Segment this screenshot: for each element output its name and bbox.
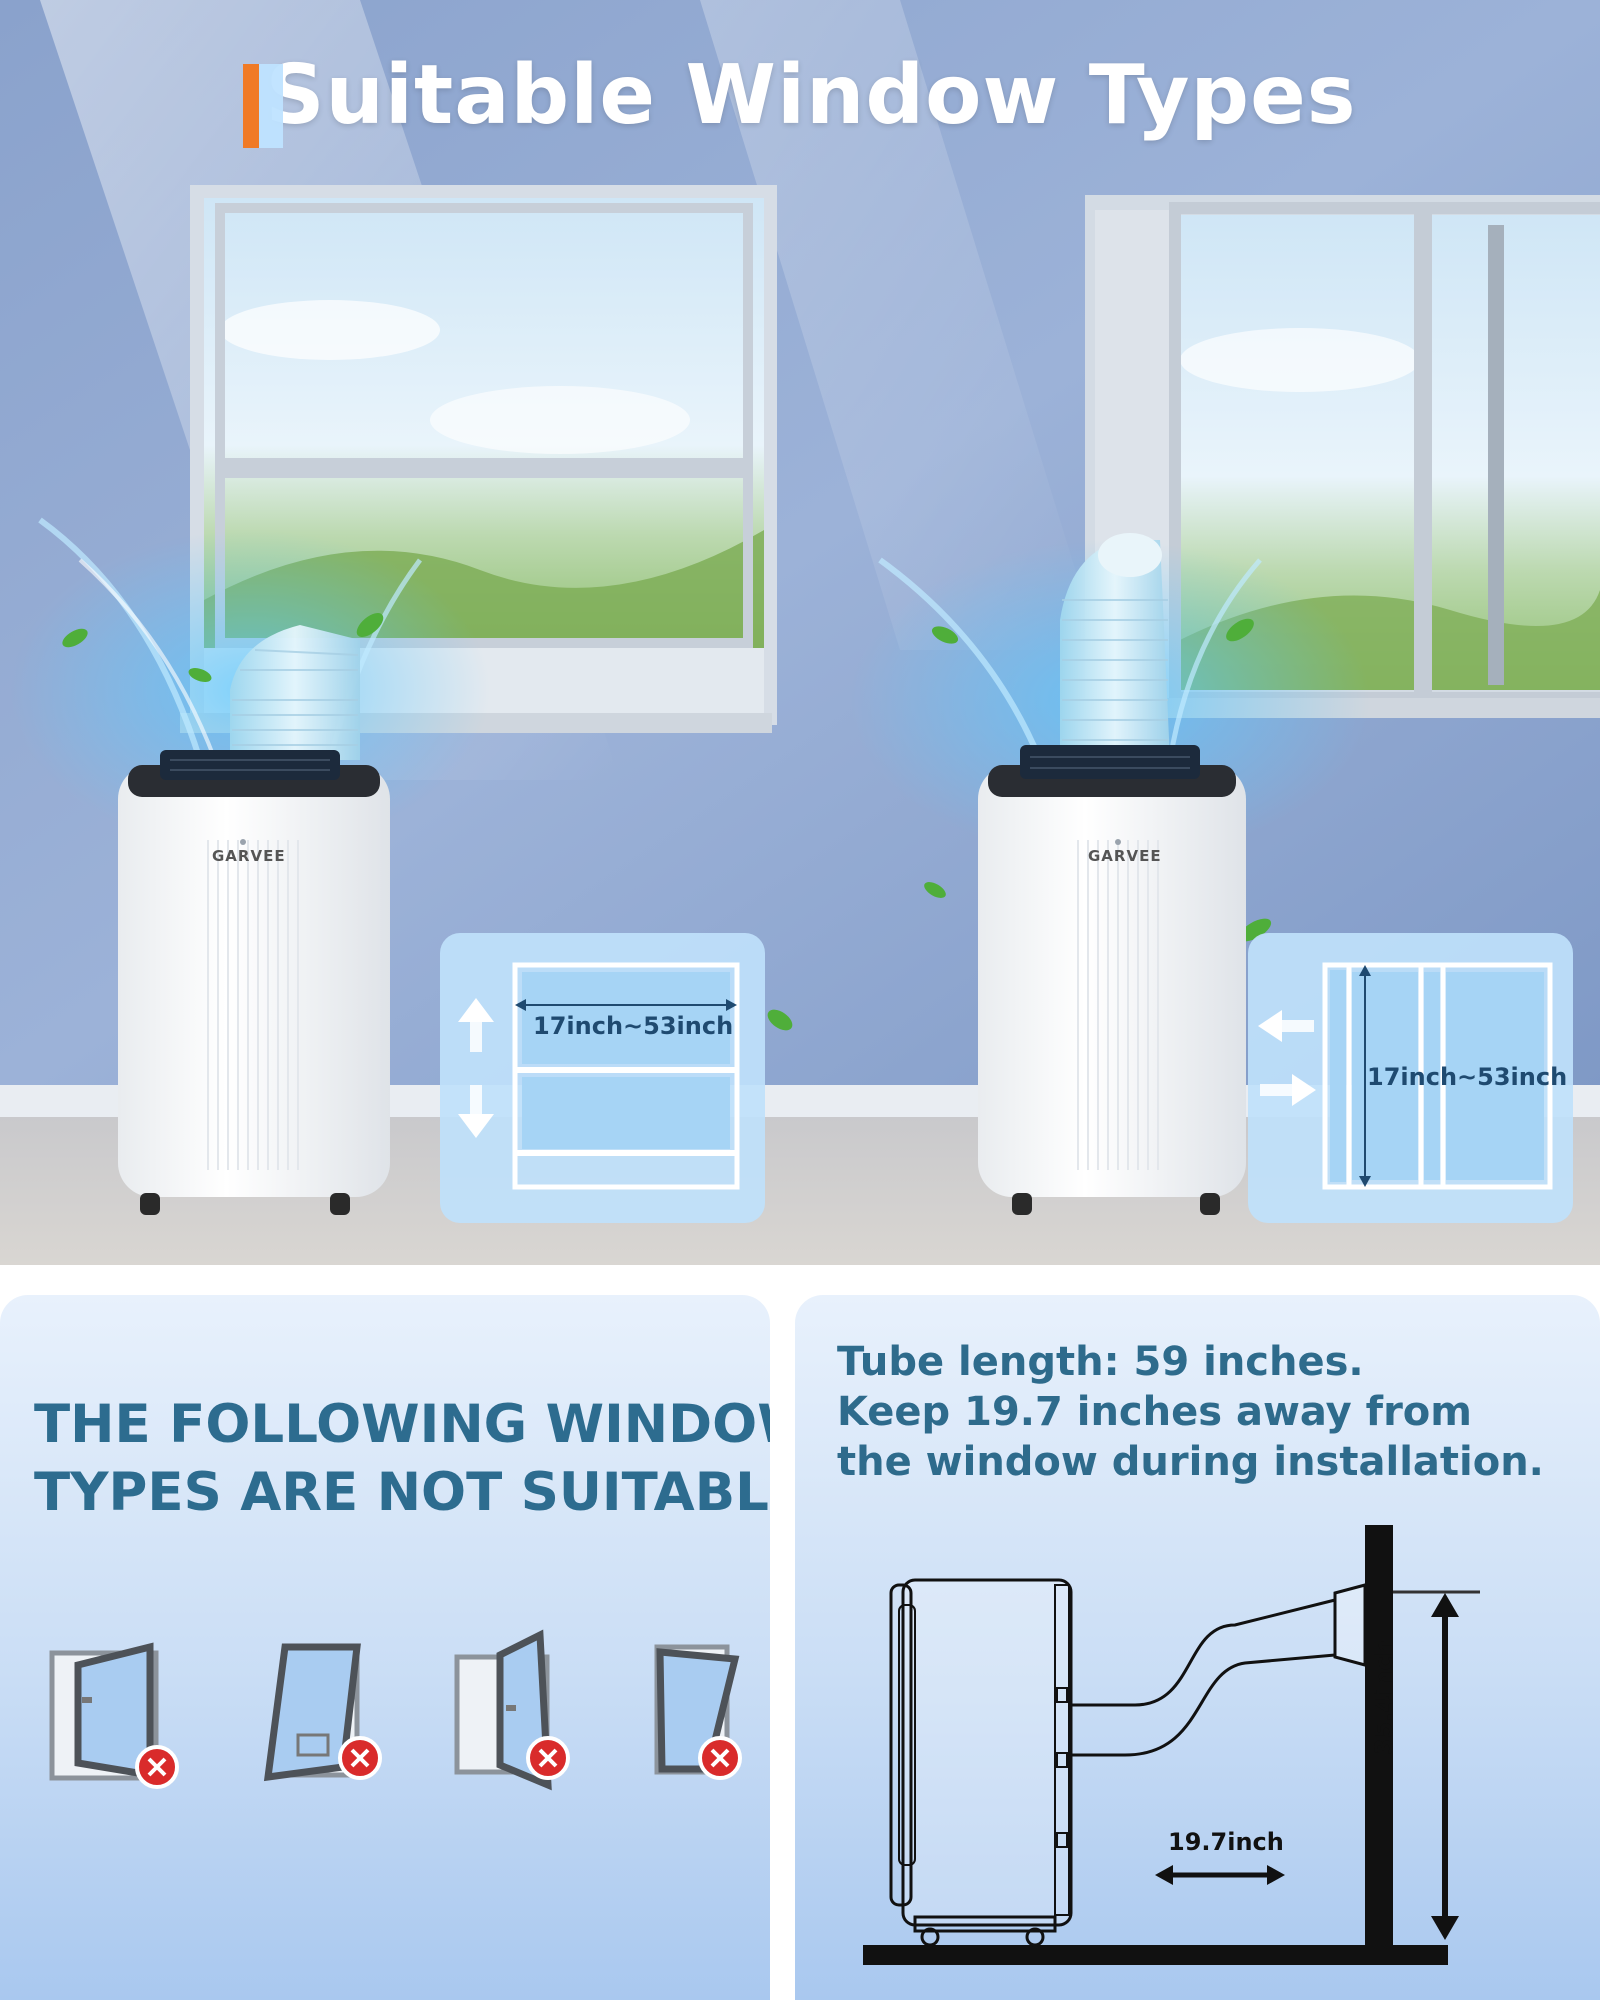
- unsuitable-windows-panel: THE FOLLOWING WINDOW TYPES ARE NOT SUITA…: [0, 1295, 770, 2000]
- title-bar: Suitable Window Types: [0, 48, 1600, 148]
- brand-label-right: GARVEE: [1088, 847, 1162, 865]
- brand-label-left: GARVEE: [212, 847, 286, 865]
- page-title: Suitable Window Types: [265, 48, 1357, 143]
- unsuitable-heading: THE FOLLOWING WINDOW TYPES ARE NOT SUITA…: [34, 1391, 770, 1527]
- hero-scene: Suitable Window Types GARVEE GARVEE 17in…: [0, 0, 1600, 1265]
- unsuitable-window-icons: [49, 1629, 742, 1791]
- installation-panel: Tube length: 59 inches. Keep 19.7 inches…: [795, 1295, 1600, 2000]
- tube-length-text: Tube length: 59 inches.: [837, 1339, 1364, 1385]
- page-title-box: Suitable Window Types: [243, 48, 1357, 148]
- distance-label: 19.7inch: [1168, 1828, 1284, 1856]
- unsuitable-heading-line2: TYPES ARE NOT SUITABLE: [34, 1462, 770, 1523]
- unsuitable-heading-line1: THE FOLLOWING WINDOW: [34, 1394, 770, 1455]
- distance-text-line2: the window during installation.: [837, 1439, 1544, 1485]
- installation-info: Tube length: 59 inches. Keep 19.7 inches…: [837, 1337, 1577, 1487]
- casement-window-icon: [49, 1642, 179, 1789]
- hopper-window-icon: [654, 1644, 742, 1780]
- distance-text-line1: Keep 19.7 inches away from: [837, 1389, 1472, 1435]
- title-accent-highlight: [259, 64, 284, 148]
- horizontal-window-range-label: 17inch~53inch: [1367, 1063, 1568, 1091]
- installation-diagram: [863, 1525, 1480, 1965]
- title-accent-bar: [243, 64, 260, 148]
- vertical-window-range-label: 17inch~53inch: [533, 1012, 734, 1040]
- awning-window-icon: [263, 1643, 382, 1782]
- height-label: 35.4inch: [1370, 1639, 1398, 1755]
- room-illustration: [0, 0, 1600, 1265]
- side-hung-window-icon: [454, 1629, 570, 1791]
